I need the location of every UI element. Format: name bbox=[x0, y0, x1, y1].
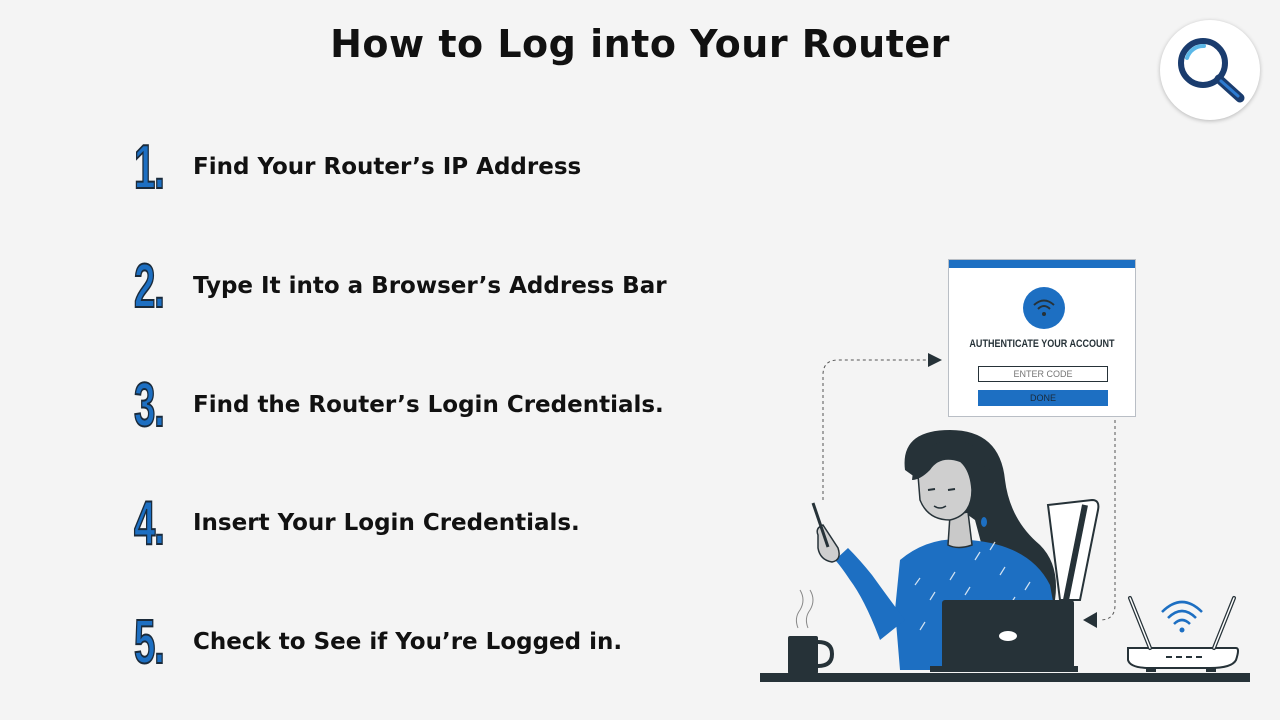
arrow-head-icon bbox=[928, 353, 942, 367]
router-icon bbox=[1127, 596, 1239, 672]
arm bbox=[835, 548, 905, 640]
step-text: Find Your Router’s IP Address bbox=[193, 154, 582, 180]
wifi-icon bbox=[1023, 287, 1065, 329]
step-text: Type It into a Browser’s Address Bar bbox=[193, 273, 667, 299]
step-4: 4. Insert Your Login Credentials. bbox=[133, 489, 734, 558]
step-1: 1. Find Your Router’s IP Address bbox=[133, 133, 734, 202]
step-5: 5. Check to See if You’re Logged in. bbox=[133, 608, 734, 677]
arrow-head-icon bbox=[1083, 612, 1097, 628]
mug bbox=[788, 636, 818, 674]
page-title: How to Log into Your Router bbox=[330, 22, 950, 66]
card-header-bar bbox=[949, 260, 1135, 268]
step-number: 4. bbox=[133, 489, 165, 558]
done-button[interactable]: DONE bbox=[978, 390, 1108, 406]
step-text: Check to See if You’re Logged in. bbox=[193, 629, 623, 655]
step-number: 3. bbox=[133, 371, 165, 440]
step-number: 5. bbox=[133, 608, 165, 677]
desk bbox=[760, 673, 1250, 682]
pen bbox=[811, 502, 830, 548]
auth-card: AUTHENTICATE YOUR ACCOUNT DONE bbox=[948, 259, 1136, 417]
illustration bbox=[760, 353, 1250, 682]
logo bbox=[1160, 20, 1260, 120]
dashed-arrow-right bbox=[1099, 420, 1116, 621]
enter-code-input[interactable] bbox=[978, 366, 1108, 382]
step-text: Find the Router’s Login Credentials. bbox=[193, 392, 664, 418]
magnifier-icon bbox=[1178, 38, 1245, 103]
step-text: Insert Your Login Credentials. bbox=[193, 510, 580, 536]
step-number: 2. bbox=[133, 252, 165, 321]
auth-title: AUTHENTICATE YOUR ACCOUNT bbox=[969, 338, 1115, 350]
step-number: 1. bbox=[133, 133, 165, 202]
step-3: 3. Find the Router’s Login Credentials. bbox=[133, 371, 734, 440]
step-2: 2. Type It into a Browser’s Address Bar bbox=[133, 252, 734, 321]
